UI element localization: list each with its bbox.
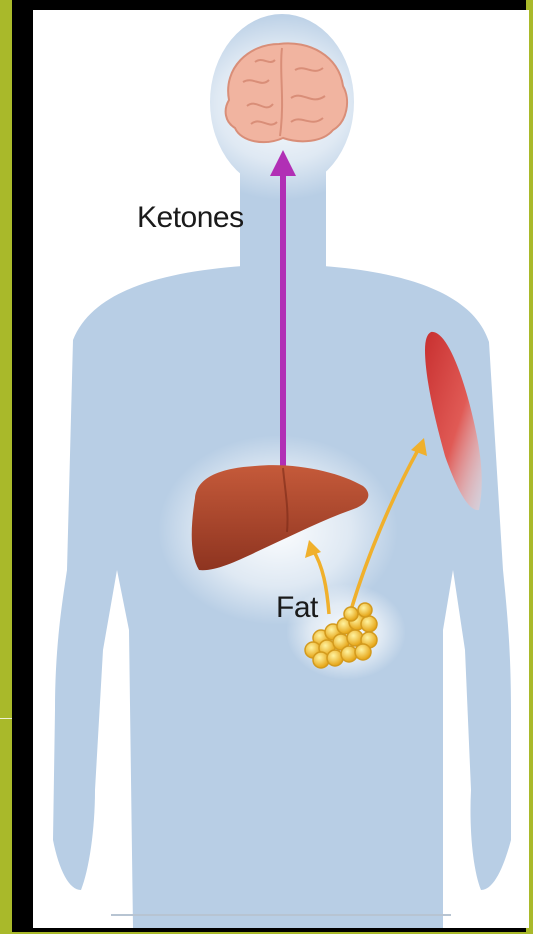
fat-label: Fat	[276, 593, 318, 623]
brain-icon	[226, 43, 347, 142]
ketones-label: Ketones	[137, 203, 244, 233]
image-frame: Ketones Fat	[12, 0, 526, 932]
body-diagram	[33, 10, 529, 928]
diagram-panel: Ketones Fat	[33, 10, 529, 928]
